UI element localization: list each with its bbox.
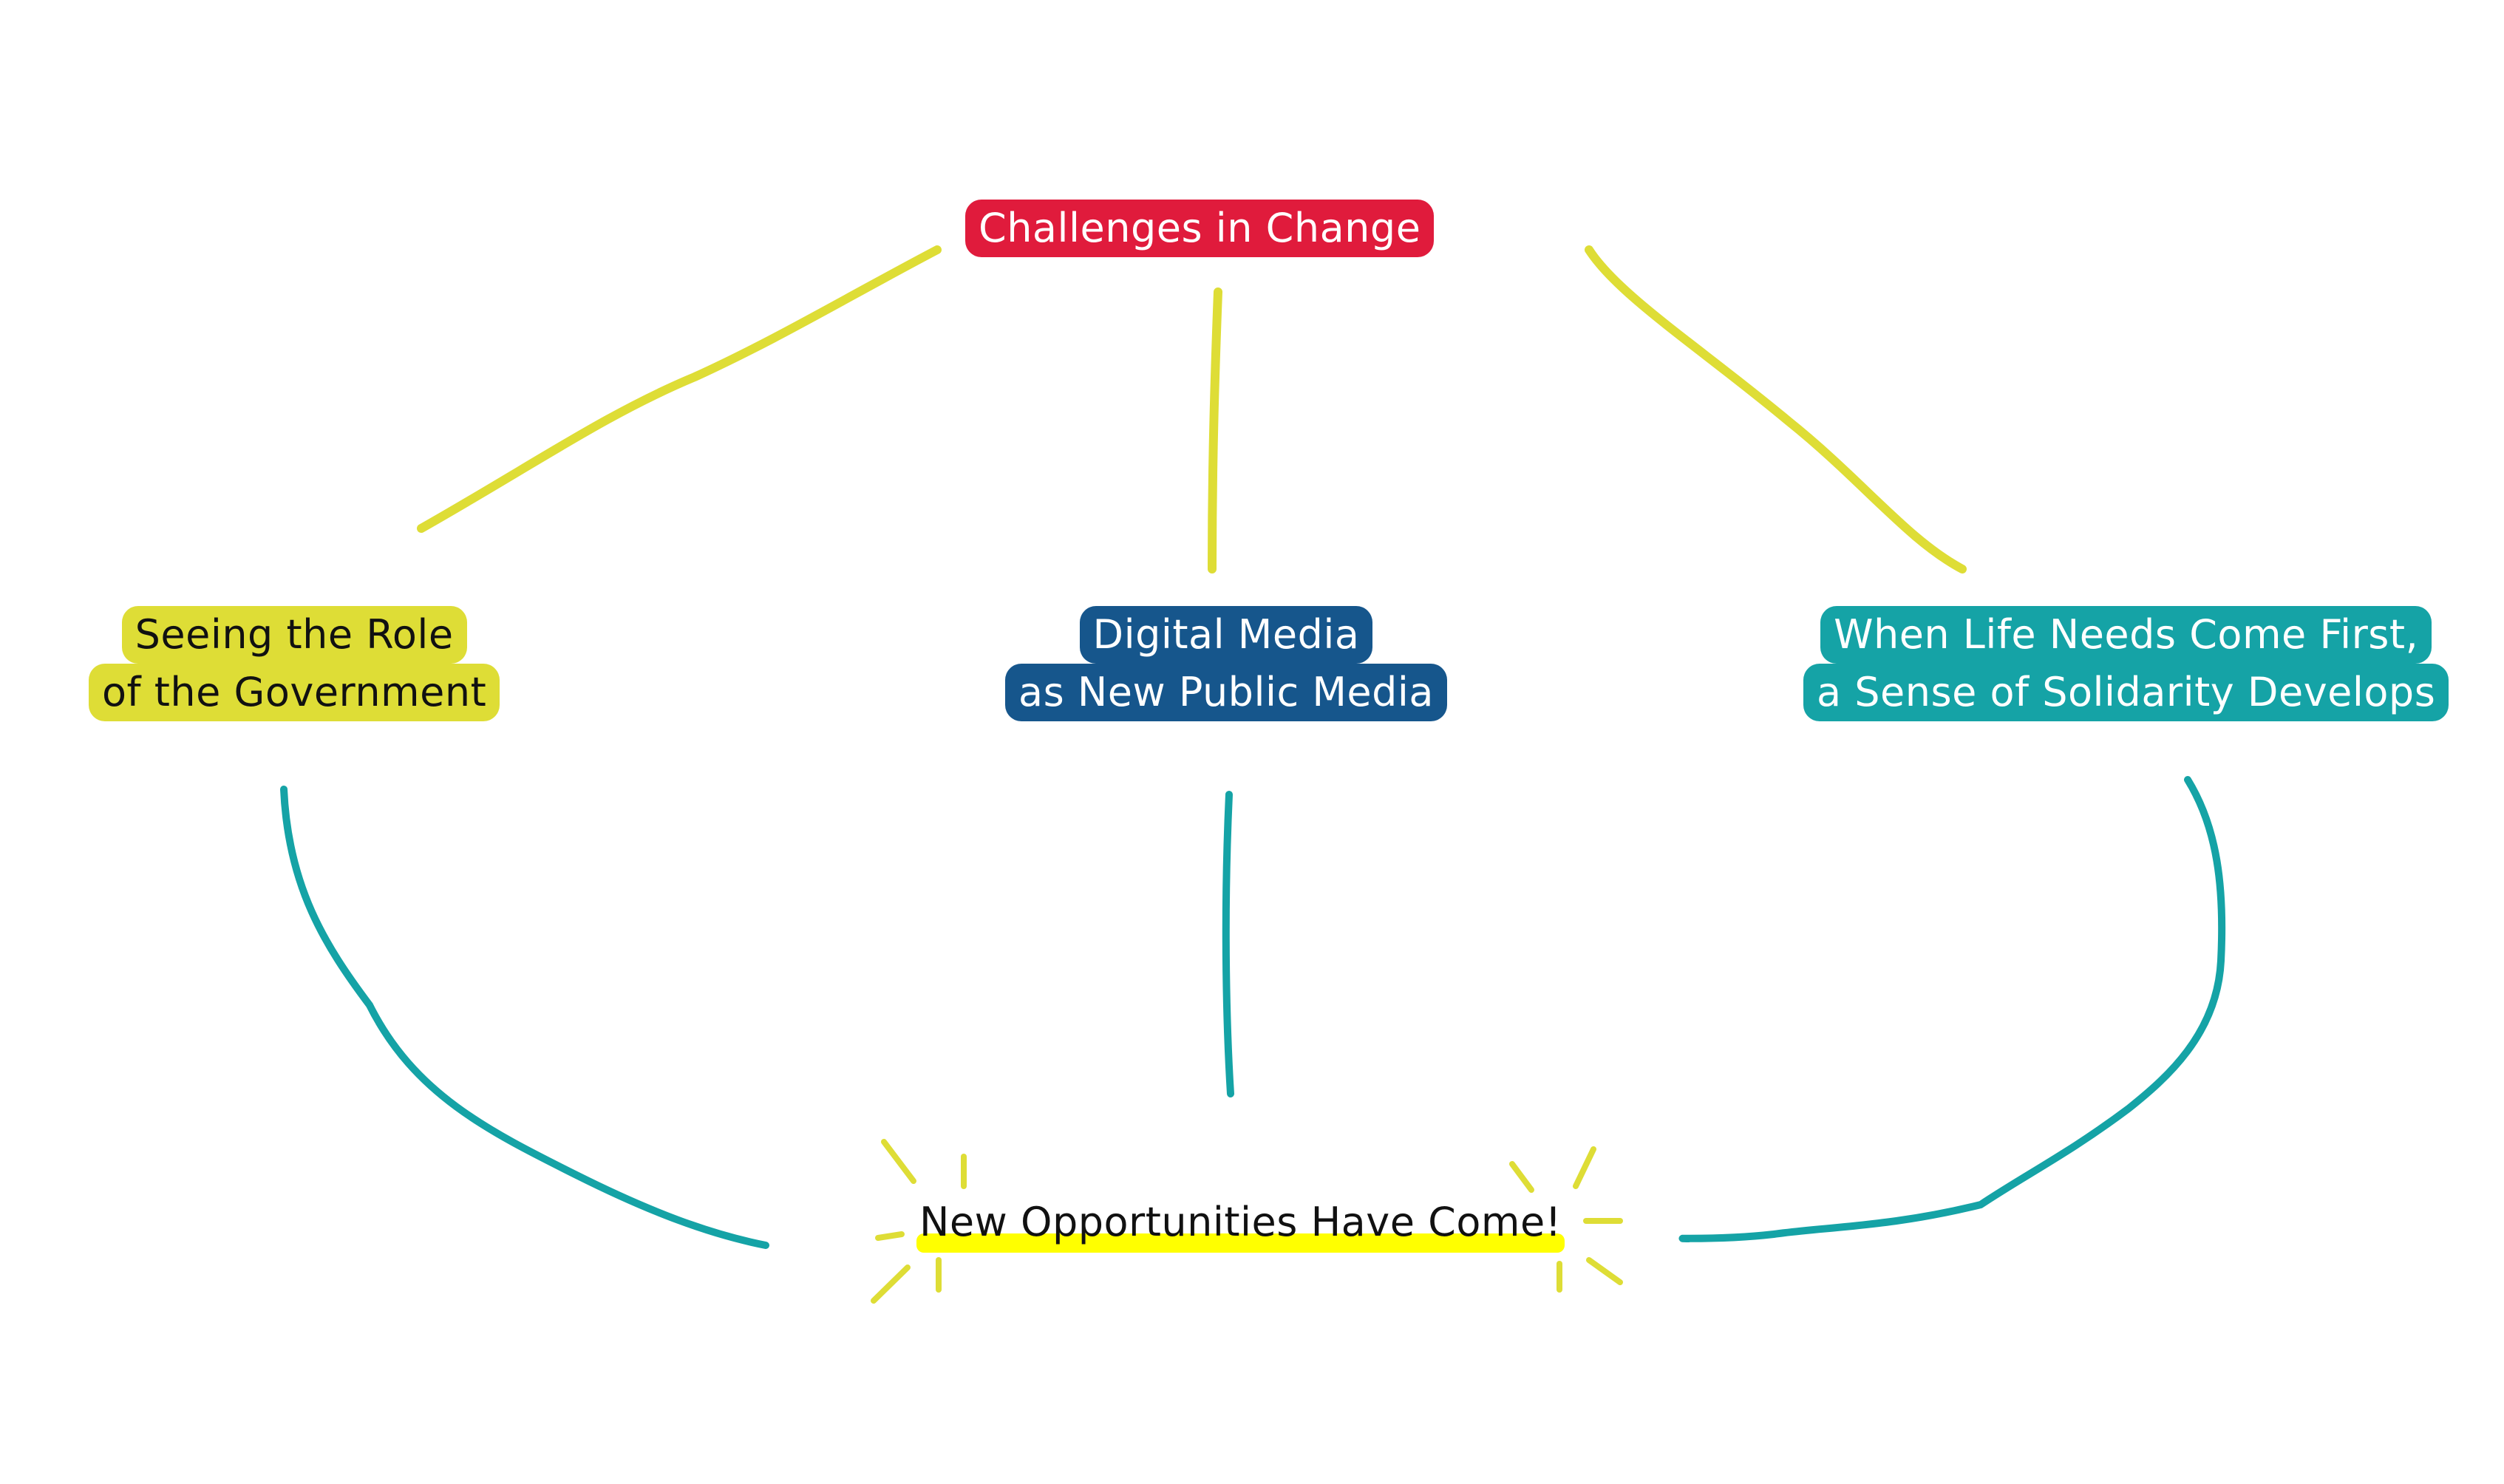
link-top-to-left: [417, 245, 942, 533]
node-label-line1: Digital Media: [1079, 606, 1373, 664]
link-top-to-middle: [1208, 287, 1222, 573]
link-top-to-right: [1585, 245, 1967, 573]
link-right-to-bottom: [1678, 776, 2226, 1242]
node-digital-media: Digital Media as New Public Media: [1005, 606, 1447, 721]
link-left-to-bottom: [280, 786, 769, 1249]
node-solidarity: When Life Needs Come First, a Sense of S…: [1803, 606, 2449, 721]
node-label-line2: a Sense of Solidarity Develops: [1803, 664, 2449, 721]
node-challenges-in-change: Challenges in Change: [965, 200, 1435, 257]
highlight-underline: [916, 1233, 1565, 1253]
link-middle-to-bottom: [1222, 791, 1234, 1097]
node-role-of-government: Seeing the Role of the Government: [89, 606, 500, 721]
node-label: Challenges in Change: [965, 200, 1435, 257]
node-label: New Opportunities Have Come!: [919, 1199, 1562, 1245]
node-label-line2: of the Government: [89, 664, 500, 721]
node-label-wrapper: New Opportunities Have Come!: [914, 1194, 1568, 1253]
node-label-line1: Seeing the Role: [121, 606, 467, 664]
sparkle-icon: [871, 1139, 1623, 1304]
node-label-line2: as New Public Media: [1005, 664, 1447, 721]
node-new-opportunities: New Opportunities Have Come!: [914, 1194, 1568, 1253]
node-label-line1: When Life Needs Come First,: [1820, 606, 2432, 664]
